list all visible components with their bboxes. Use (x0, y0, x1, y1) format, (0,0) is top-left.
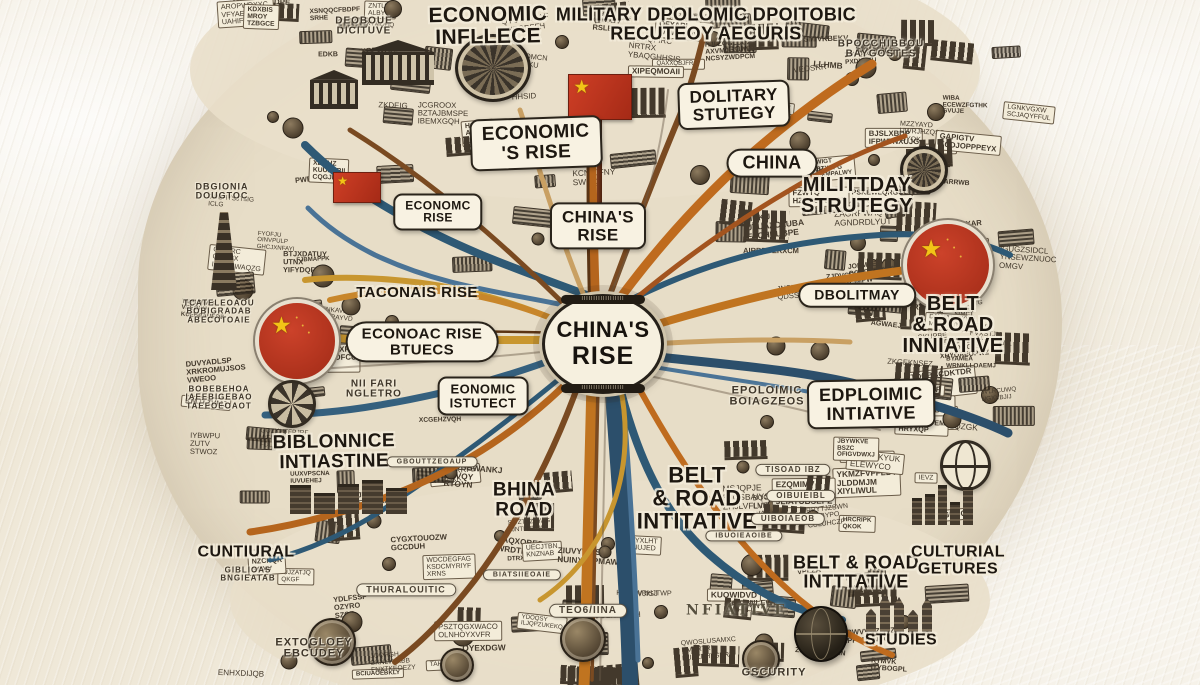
city-skyline-right-icon (912, 484, 976, 525)
node-border-band: IIIIIIIIIIIIIIIIII (561, 295, 645, 304)
label-pill-uiboiaeob: UIBOIAEOB (750, 512, 826, 526)
label-pill-teo6iina: TEO6/IINA (549, 603, 627, 619)
medallion-right-icon (900, 146, 948, 194)
coin-bottom-1-icon (308, 618, 356, 666)
label-headline-taconais-rise: TACONAIS RISE (356, 284, 478, 302)
central-node-chinas-rise: IIIIIIIIIIIIIIIIII CHINA'S RISE IIIIIIII… (542, 294, 664, 394)
temple-main-icon (362, 40, 434, 86)
temple-small-icon (310, 70, 358, 109)
label-pill-ibuoieaoibe: IBUOIEAOIBE (705, 530, 783, 542)
label-box-economic-s-rise: ECONOMIC'S RISE (469, 114, 603, 172)
label-pill-tisoad: TISOAD IBZ (755, 463, 831, 477)
label-pill-gbouttzeoaup: GBOUTTZEOAUP (386, 456, 478, 468)
node-border-band: IIIIIIIIIIIIIIIIII (561, 384, 645, 393)
label-headline-studies: STUDIES (864, 631, 938, 649)
label-pill-dbolitmay: DBOLITMAY (798, 282, 916, 308)
label-pill-biatsiieoaie: BIATSIIEOAIE (482, 569, 562, 581)
label-headline-cuntiural: CUNTIURAL (197, 543, 295, 561)
label-pill-oibuieibl: OIBUIEIBL (766, 489, 836, 503)
central-node-title-line1: CHINA'S (556, 317, 650, 342)
label-pill-china: CHINA (726, 148, 818, 178)
label-serif-nfiative: NFIATIVE (686, 602, 788, 619)
label-pill-thuralouitic: THURALOUITIC (356, 583, 456, 597)
globe-wire-right-icon (940, 440, 991, 491)
medallion-topleft-icon (455, 34, 531, 102)
label-garble-gscurity: GSCURITY (741, 666, 807, 679)
central-node-title-line2: RISE (571, 342, 635, 370)
